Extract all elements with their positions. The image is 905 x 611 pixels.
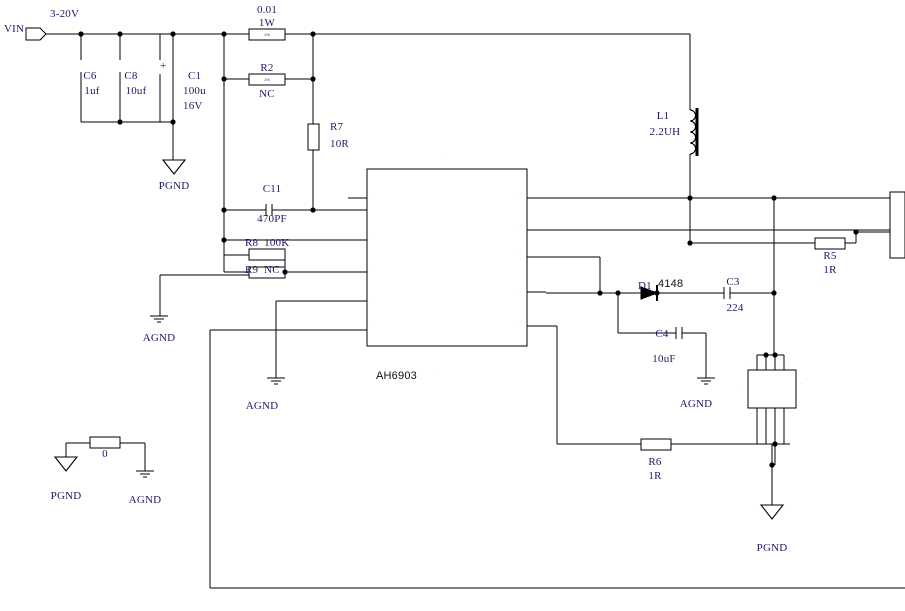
r8-label: R8 100K <box>245 237 290 249</box>
ic-pin-label-left-3: ·· <box>372 266 375 270</box>
ic-pin-label-left-4: ·· <box>372 295 375 299</box>
r6-value-label: 1R <box>648 470 662 482</box>
ic-pin-label-right-5: ·· <box>519 320 522 324</box>
agnd-label-c4: AGND <box>679 398 713 410</box>
r2-ref-label: R2 <box>260 62 274 74</box>
agnd-label-r9: AGND <box>142 332 176 344</box>
r6-ref-label: R6 <box>648 456 662 468</box>
rsense-power-label: 1W <box>258 17 276 29</box>
d1-ref-label: D1 <box>638 280 652 292</box>
agnd-label-ic: AGND <box>245 400 279 412</box>
c3-value-label: 224 <box>726 302 744 314</box>
c3-ref-label: C3 <box>726 276 740 288</box>
l1-ref-label: L1 <box>656 110 670 122</box>
d1-value-label: 4148 <box>658 278 684 290</box>
c11-value-label: 470PF <box>257 213 287 225</box>
ground-symbols <box>53 159 785 520</box>
c8-value-label: 10uf <box>125 85 147 97</box>
agnd-label-link: AGND <box>128 494 162 506</box>
q1-pin-marks-top: ·· <box>750 359 753 363</box>
l1-value-label: 2.2UH <box>649 126 681 138</box>
c4-value-label: 10uF <box>652 353 676 365</box>
ic-pin-label-left-2: ·· <box>372 234 375 238</box>
rsense-value-label: 0.01 <box>256 4 278 16</box>
c11-ref-label: C11 <box>262 183 282 195</box>
r2-value-label: NC <box>259 88 275 100</box>
pgnd-label-link: PGND <box>50 490 82 502</box>
ic-pin-label-left-1: ·· <box>372 192 375 196</box>
ic-pin-label-left-5: ·· <box>372 324 375 328</box>
c1-voltage-label: 16V <box>183 100 203 112</box>
c1-polarity-label: + <box>160 60 167 72</box>
c4-ref-label: C4 <box>655 328 669 340</box>
ic-top-marks: ·· <box>441 156 444 160</box>
r2-tolerance-label: 1% <box>264 77 270 82</box>
ic-pin-label-right-4: ·· <box>519 286 522 290</box>
pgnd-label-power: PGND <box>756 542 788 554</box>
c6-ref-label: C6 <box>83 70 97 82</box>
q1-pin-marks-left: ·· <box>740 385 743 389</box>
r5-ref-label: R5 <box>823 250 837 262</box>
pgnd-label-c1: PGND <box>158 180 190 192</box>
ic-designator-label: AH6903 <box>376 370 417 382</box>
q1-pin-marks-bottom: ·· <box>750 411 753 415</box>
rsense-tolerance-label: 1% <box>264 32 270 37</box>
ic-pin-label-right-2: ·· <box>519 224 522 228</box>
ic-pin-label-right-3: ·· <box>519 251 522 255</box>
r5-value-label: 1R <box>823 264 837 276</box>
q1-pin-marks-right: ·· <box>800 381 803 385</box>
vin-range-label: 3-20V <box>50 8 80 20</box>
ic-bottom-marks: ·· <box>437 372 440 376</box>
r7-value-label: 10R <box>330 138 349 150</box>
r7-ref-label: R7 <box>330 121 344 133</box>
c8-ref-label: C8 <box>124 70 138 82</box>
c6-value-label: 1uf <box>84 85 100 97</box>
c1-value-label: 100u <box>183 85 206 97</box>
c1-ref-label: C1 <box>188 70 202 82</box>
ic-pin-label-right-1: ·· <box>519 192 522 196</box>
junction-dots <box>78 31 859 468</box>
zero-ohm-label: 0 <box>102 448 108 460</box>
r9-label: R9 NC <box>245 264 280 276</box>
vin-port-label: VIN <box>4 23 25 35</box>
